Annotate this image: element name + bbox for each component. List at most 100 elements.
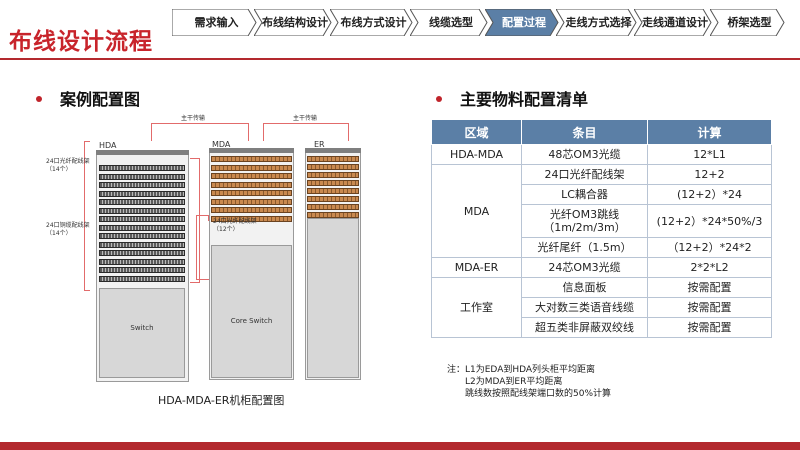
step-7[interactable]: 走线通道设计: [634, 9, 712, 36]
patch-panel: [99, 241, 185, 248]
patch-panel: [99, 216, 185, 222]
column-header: 计算: [647, 119, 772, 145]
patch-panel: [99, 190, 185, 197]
fiber-panel: [211, 198, 292, 205]
footnote-line: L2为MDA到ER平均距离: [465, 377, 563, 387]
patch-panel: [99, 199, 185, 205]
fiber-panel: [307, 180, 359, 186]
trunk-label-1: 主干传输: [181, 115, 206, 122]
fiber-panel: [307, 196, 359, 202]
fiber-panel: [307, 188, 359, 194]
table-row: LC耦合器(12+2）*24: [432, 184, 772, 205]
rack-mda-top: [209, 148, 294, 153]
fiber-panel: [307, 156, 359, 162]
chevron-shape: [556, 9, 637, 36]
item-cell: LC耦合器: [521, 184, 648, 205]
rack-label-hda: HDA: [99, 141, 117, 150]
diagram-caption: HDA-MDA-ER机柜配置图: [158, 394, 285, 407]
calc-cell: 2*2*L2: [647, 257, 772, 278]
chevron-shape: [172, 9, 257, 36]
hda-copper-note: 24口铜缆配线架 （14个）: [46, 222, 90, 237]
calc-cell: (12+2）*24: [647, 184, 772, 205]
item-cell: 超五类非屏蔽双绞线: [521, 317, 648, 338]
step-3[interactable]: 布线方式设计: [330, 9, 413, 36]
patch-panel: [99, 182, 185, 188]
step-8[interactable]: 桥架选型: [710, 9, 785, 36]
table-row: 超五类非屏蔽双绞线按需配置: [432, 317, 772, 338]
patch-line-hda-right: [190, 158, 200, 283]
column-header: 区域: [431, 119, 522, 145]
area-cell: 工作室: [431, 277, 522, 338]
trunk-line-mda-er: [263, 123, 349, 141]
patch-panel: [99, 224, 185, 231]
step-4[interactable]: 线缆选型: [410, 9, 488, 36]
calc-cell: 12+2: [647, 164, 772, 185]
step-5[interactable]: 配置过程: [485, 9, 559, 36]
bullet-icon: [36, 95, 42, 102]
chevron-shape: [485, 9, 559, 36]
patch-panel: [99, 207, 185, 214]
item-cell: 24口光纤配线架: [521, 164, 648, 185]
chevron-shape: [634, 9, 712, 36]
area-cell: MDA-ER: [431, 257, 522, 278]
step-6[interactable]: 走线方式选择: [556, 9, 637, 36]
area-cell: HDA-MDA: [431, 144, 522, 165]
table-row: 工作室信息面板按需配置: [431, 277, 772, 338]
patch-panel: [99, 267, 185, 273]
step-label: 布线方式设计: [340, 16, 407, 29]
bullet-icon: [436, 95, 442, 102]
step-label: 配置过程: [502, 16, 546, 29]
hda-fiber-note: 24口光纤配线架 （14个）: [46, 158, 90, 173]
rack-hda-top: [96, 150, 189, 155]
left-section-heading: 案例配置图: [36, 86, 140, 110]
core-switch-box: Core Switch: [211, 245, 292, 378]
patch-line-hda: [84, 141, 90, 291]
trunk-label-2: 主干传输: [293, 115, 318, 122]
patch-panel: [99, 233, 185, 239]
left-heading-text: 案例配置图: [60, 90, 141, 109]
footnote-line: 注：L1为EDA到HDA列头柜平均距离: [447, 365, 596, 375]
page-title: 布线设计流程: [9, 29, 153, 55]
calc-cell: 按需配置: [647, 317, 772, 338]
calc-cell: 12*L1: [647, 144, 772, 165]
chevron-shape: [254, 9, 332, 36]
footer-bar: [0, 442, 800, 450]
patch-panel: [99, 250, 185, 256]
step-label: 走线方式选择: [565, 16, 632, 29]
fiber-panel: [211, 181, 292, 188]
step-label: 走线通道设计: [642, 16, 708, 29]
item-cell: 48芯OM3光缆: [521, 144, 648, 165]
chevron-shape: [330, 9, 413, 36]
rack-er-top: [305, 148, 361, 153]
item-cell: 光纤尾纤（1.5m）: [521, 237, 648, 258]
patch-panel: [99, 275, 185, 282]
patch-panel: [99, 258, 185, 265]
table-row: 大对数三类语音线缆按需配置: [432, 297, 772, 318]
fiber-panel: [211, 164, 292, 171]
fiber-panel: [211, 173, 292, 179]
step-2[interactable]: 布线结构设计: [254, 9, 332, 36]
step-label: 需求输入: [194, 16, 239, 29]
fiber-panel: [307, 164, 359, 170]
mda-fiber-note: 24口光纤配线架 （12个）: [213, 218, 257, 233]
item-cell: 大对数三类语音线缆: [521, 297, 648, 318]
patch-panel: [99, 173, 185, 180]
patch-line-mda: [196, 215, 210, 280]
fiber-panel: [211, 215, 292, 222]
fiber-panel: [307, 204, 359, 210]
step-label: 线缆选型: [429, 16, 473, 29]
fiber-panel: [211, 207, 292, 213]
fiber-panel: [307, 172, 359, 178]
item-cell: 信息面板: [521, 277, 648, 298]
chevron-shape: [710, 9, 785, 36]
step-1[interactable]: 需求输入: [172, 9, 257, 36]
table-row: 光纤尾纤（1.5m）（12+2）*24*2: [432, 237, 772, 258]
chevron-shape: [410, 9, 488, 36]
er-body: [307, 218, 359, 378]
footnote: 注：L1为EDA到HDA列头柜平均距离 L2为MDA到ER平均距离 跳线数按照配…: [447, 364, 611, 400]
rack-label-er: ER: [314, 140, 325, 149]
rack-label-mda: MDA: [212, 140, 231, 149]
